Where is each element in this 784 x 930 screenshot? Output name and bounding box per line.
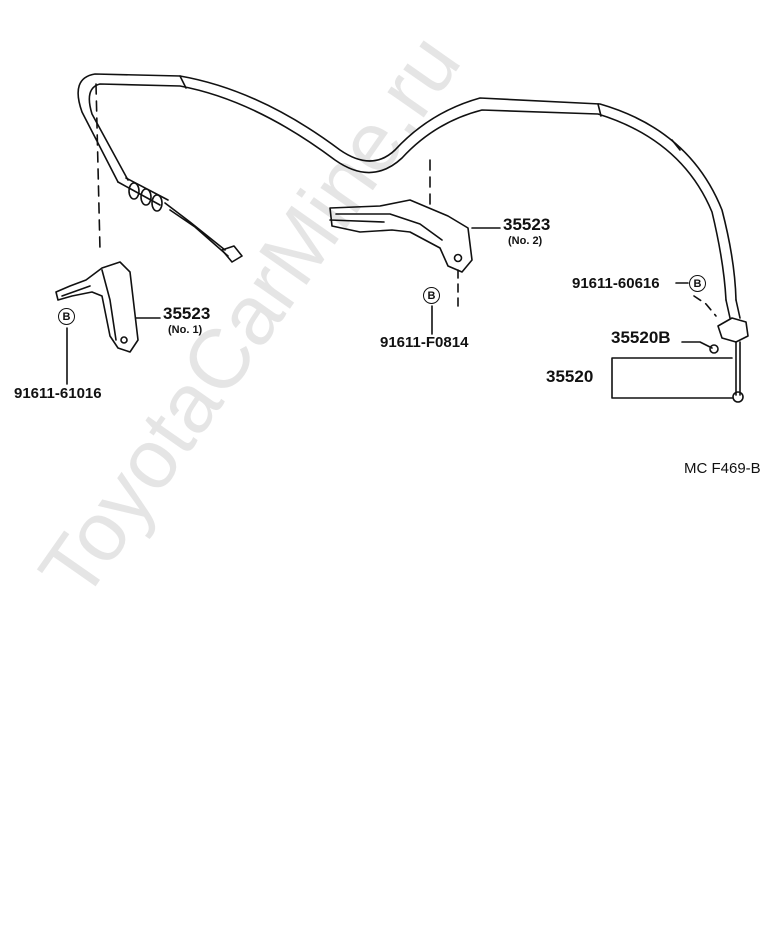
sleeve-joint-2 xyxy=(597,103,602,117)
bolt-badge-right: B xyxy=(689,275,706,292)
right-lever xyxy=(717,317,749,343)
part-label-35520B: 35520B xyxy=(611,328,671,347)
sleeve-joint-1 xyxy=(179,75,187,89)
bolt-badge-mid: B xyxy=(423,287,440,304)
bracket-no1-detail xyxy=(61,269,117,341)
part-label-91611-61016: 91611-61016 xyxy=(14,385,102,402)
bracket-no2-detail xyxy=(329,213,443,241)
cable-outer-line xyxy=(77,73,737,301)
left-inner-wire xyxy=(164,202,229,257)
part-label-35523-no2: 35523 xyxy=(503,215,551,234)
left-wire-end xyxy=(221,245,243,263)
right-cable-lower xyxy=(725,299,741,319)
part-sub-no2: (No. 2) xyxy=(508,235,543,247)
bracket-no2-hole xyxy=(453,253,463,263)
bracket-no1-hole xyxy=(120,336,128,344)
part-label-91611-60616: 91611-60616 xyxy=(572,275,660,292)
leader-35520-bracket xyxy=(611,357,733,399)
sleeve-joint-3 xyxy=(671,139,681,151)
clip-ring xyxy=(709,344,719,354)
part-label-91611-F0814: 91611-F0814 xyxy=(380,334,469,351)
fitting-ring-3 xyxy=(151,194,163,212)
bolt-badge-left: B xyxy=(58,308,75,325)
dashed-guide-right xyxy=(693,295,717,317)
part-label-35523-no1: 35523 xyxy=(163,304,211,323)
bracket-no2-shape xyxy=(329,199,473,273)
dashed-guide-left xyxy=(95,83,101,251)
part-label-35520: 35520 xyxy=(546,367,594,386)
right-rod xyxy=(735,341,741,396)
bracket-no1-shape xyxy=(55,261,139,353)
leader-35520B xyxy=(681,341,713,349)
figure-code: MC F469-B xyxy=(684,460,761,477)
cable-inner-line xyxy=(88,83,727,301)
rod-end xyxy=(732,391,744,403)
fitting-ring-1 xyxy=(128,182,140,200)
fitting-ring-2 xyxy=(140,188,152,206)
part-sub-no1: (No. 1) xyxy=(168,324,203,336)
